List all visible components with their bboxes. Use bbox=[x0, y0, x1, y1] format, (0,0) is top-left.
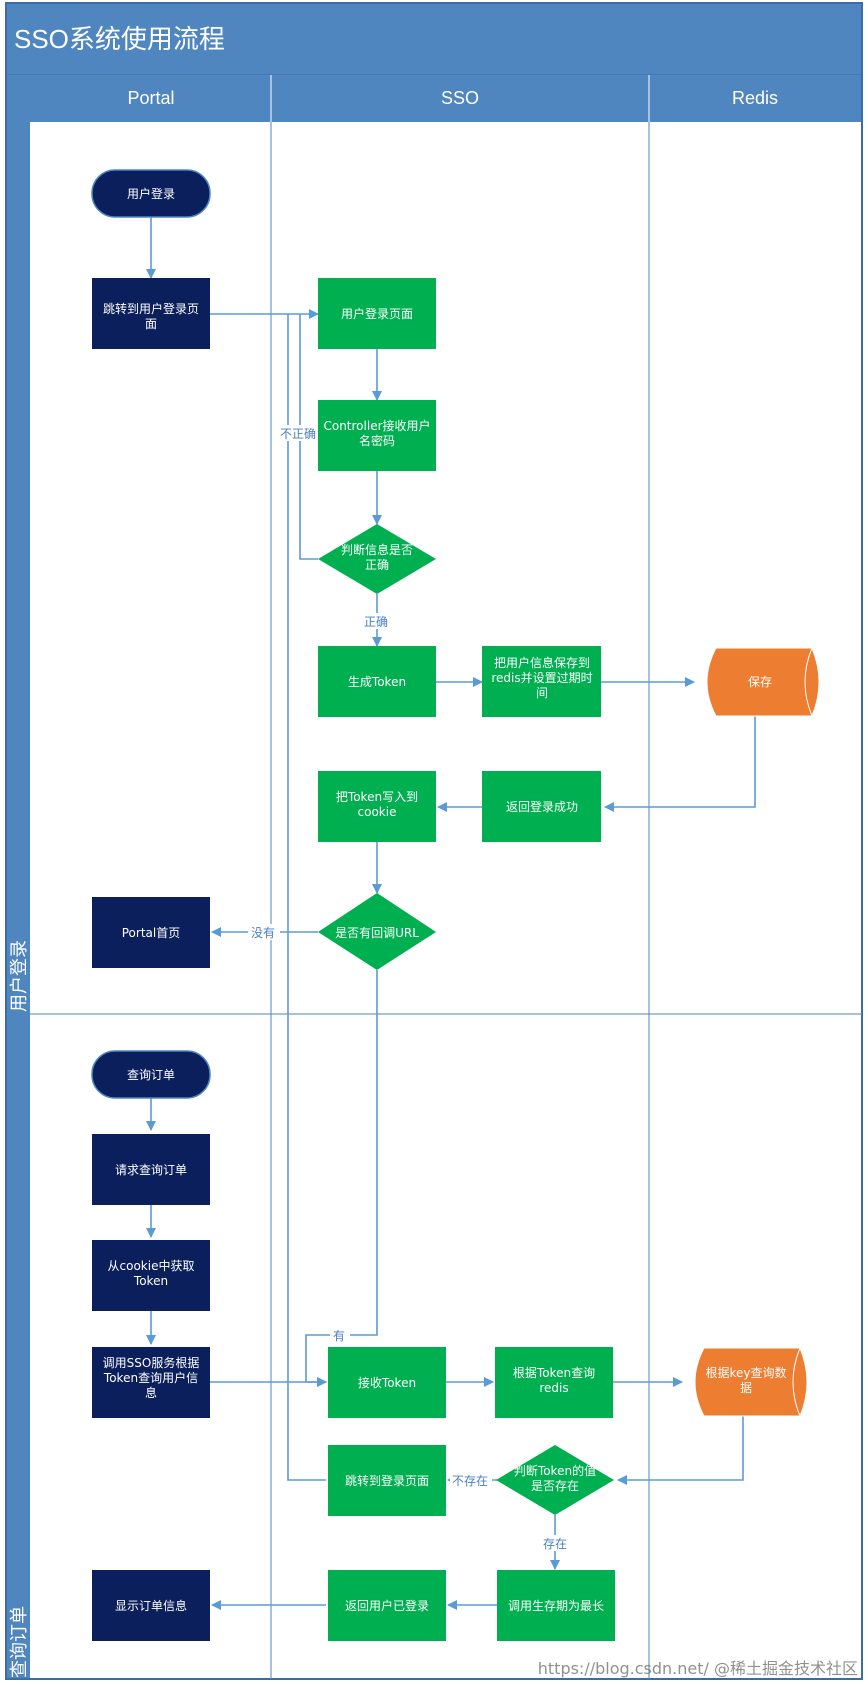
node-return-success-text: 返回登录成功 bbox=[506, 799, 578, 814]
column-header-sso: SSO bbox=[441, 88, 479, 108]
node-return-logged-in bbox=[328, 1570, 446, 1641]
node-check-info-text: 判断信息是否正确 bbox=[341, 542, 413, 572]
node-check-info bbox=[318, 524, 436, 594]
column-header-redis: Redis bbox=[732, 88, 778, 108]
node-write-cookie bbox=[318, 771, 436, 842]
node-portal-home bbox=[92, 897, 210, 968]
node-save-redis bbox=[482, 646, 601, 717]
diagram-title: SSO系统使用流程 bbox=[14, 24, 225, 54]
node-return-success bbox=[482, 771, 601, 842]
node-login-page-text: 用户登录页面 bbox=[341, 306, 413, 321]
node-controller-receive bbox=[318, 400, 436, 471]
node-redis-save-text: 保存 bbox=[748, 675, 772, 689]
edge-label-correct: 正确 bbox=[364, 615, 388, 629]
node-login-start bbox=[91, 169, 211, 218]
node-request-query-text: 请求查询订单 bbox=[115, 1163, 187, 1177]
title-bar bbox=[5, 2, 863, 76]
node-has-callback-text: 是否有回调URL bbox=[335, 926, 419, 940]
node-query-start bbox=[91, 1050, 211, 1099]
node-show-orders-text: 显示订单信息 bbox=[115, 1598, 187, 1613]
node-receive-token bbox=[328, 1347, 446, 1418]
phase-label-login: 用户登录 bbox=[9, 940, 29, 1012]
node-gen-token bbox=[318, 646, 436, 717]
phase-sidebar bbox=[6, 75, 30, 1679]
watermark: https://blog.csdn.net/ @稀土掘金技术社区 bbox=[538, 1659, 858, 1678]
phase-label-query: 查询订单 bbox=[9, 1606, 29, 1678]
node-goto-login-page2-text: 跳转到登录页面 bbox=[345, 1473, 429, 1488]
node-call-sso bbox=[92, 1347, 210, 1418]
node-login-page bbox=[318, 278, 436, 349]
node-show-orders bbox=[92, 1570, 210, 1641]
edge-label-none: 没有 bbox=[251, 925, 275, 940]
node-goto-login-page-text: 跳转到用户登录页面 bbox=[103, 301, 199, 331]
column-header-portal: Portal bbox=[127, 88, 174, 108]
node-portal-home-text: Portal首页 bbox=[122, 926, 180, 940]
diagram-border bbox=[5, 2, 863, 1680]
node-request-query bbox=[92, 1134, 210, 1205]
node-controller-receive-text: Controller接收用户名密码 bbox=[323, 418, 430, 448]
node-goto-login-page bbox=[92, 278, 210, 349]
node-extend-ttl-text: 调用生存期为最长 bbox=[508, 1599, 604, 1613]
column-header-band bbox=[30, 75, 862, 122]
node-token-exists-text: 判断Token的值是否存在 bbox=[514, 1463, 596, 1493]
node-query-redis-by-token bbox=[495, 1347, 613, 1418]
node-query-start-text: 查询订单 bbox=[127, 1068, 175, 1082]
node-has-callback bbox=[318, 893, 436, 970]
edge-label-not-exist: 不存在 bbox=[452, 1474, 488, 1488]
edge-label-has: 有 bbox=[333, 1329, 345, 1343]
node-token-exists bbox=[496, 1445, 614, 1515]
node-goto-login-page2 bbox=[328, 1445, 446, 1516]
node-return-logged-in-text: 返回用户已登录 bbox=[345, 1598, 429, 1613]
node-redis-query-text: 根据key查询数据 bbox=[705, 1365, 786, 1395]
node-get-token-cookie bbox=[92, 1240, 210, 1311]
node-gen-token-text: 生成Token bbox=[348, 675, 406, 689]
edge-label-exist: 存在 bbox=[543, 1537, 567, 1551]
node-login-start-text: 用户登录 bbox=[127, 186, 175, 201]
node-receive-token-text: 接收Token bbox=[358, 1375, 416, 1390]
node-extend-ttl bbox=[497, 1570, 615, 1641]
edge-label-incorrect: 不正确 bbox=[280, 427, 316, 441]
edges bbox=[146, 217, 756, 1610]
